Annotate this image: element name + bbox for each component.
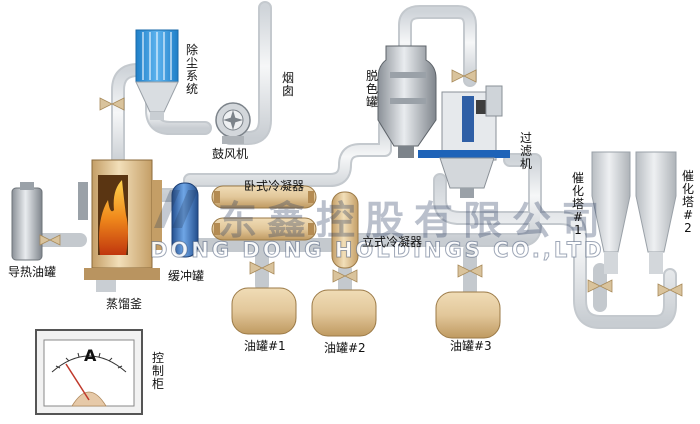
valves	[39, 69, 683, 297]
filter-machine	[418, 85, 510, 198]
label-tower2: 催化塔#2	[682, 169, 695, 235]
label-vertical-condenser: 立式冷凝器	[362, 235, 423, 249]
label-buffer-tank: 缓冲罐	[168, 269, 205, 283]
oil-tanks	[231, 287, 501, 339]
watermark-logo	[154, 190, 198, 228]
catalytic-towers	[591, 151, 677, 274]
watermark-en: DONG DONG HOLDINGS CO.,LTD	[150, 238, 605, 263]
label-still: 蒸馏釜	[106, 297, 143, 311]
heat-oil-tank	[11, 182, 43, 261]
label-control-cabinet: 控制柜	[152, 351, 165, 391]
decolor-tank	[377, 45, 437, 158]
vertical-condenser	[331, 191, 359, 269]
label-decolor-tank: 脱色罐	[366, 69, 379, 109]
horizontal-condensers	[211, 185, 317, 241]
label-blower: 鼓风机	[212, 147, 249, 161]
label-filter: 过滤机	[520, 131, 533, 171]
blower	[215, 102, 251, 144]
label-tower1: 催化塔#1	[572, 171, 585, 237]
distillation-still	[78, 159, 162, 292]
label-oil-tank3: 油罐#3	[450, 339, 492, 353]
label-oil-tank2: 油罐#2	[324, 341, 366, 355]
buffer-tank	[171, 182, 199, 258]
label-oil-tank1: 油罐#1	[244, 339, 286, 353]
label-chimney: 烟囱	[282, 71, 295, 98]
label-dust-removal: 除尘系统	[186, 43, 199, 96]
label-heat-oil-tank: 导热油罐	[8, 265, 57, 279]
meter-symbol: A	[84, 346, 97, 365]
label-horizontal-condenser: 卧式冷凝器	[244, 179, 305, 193]
watermark-cn: 东鑫控股有限公司	[218, 199, 611, 244]
dust-removal-system	[135, 29, 179, 120]
control-cabinet	[35, 329, 143, 415]
